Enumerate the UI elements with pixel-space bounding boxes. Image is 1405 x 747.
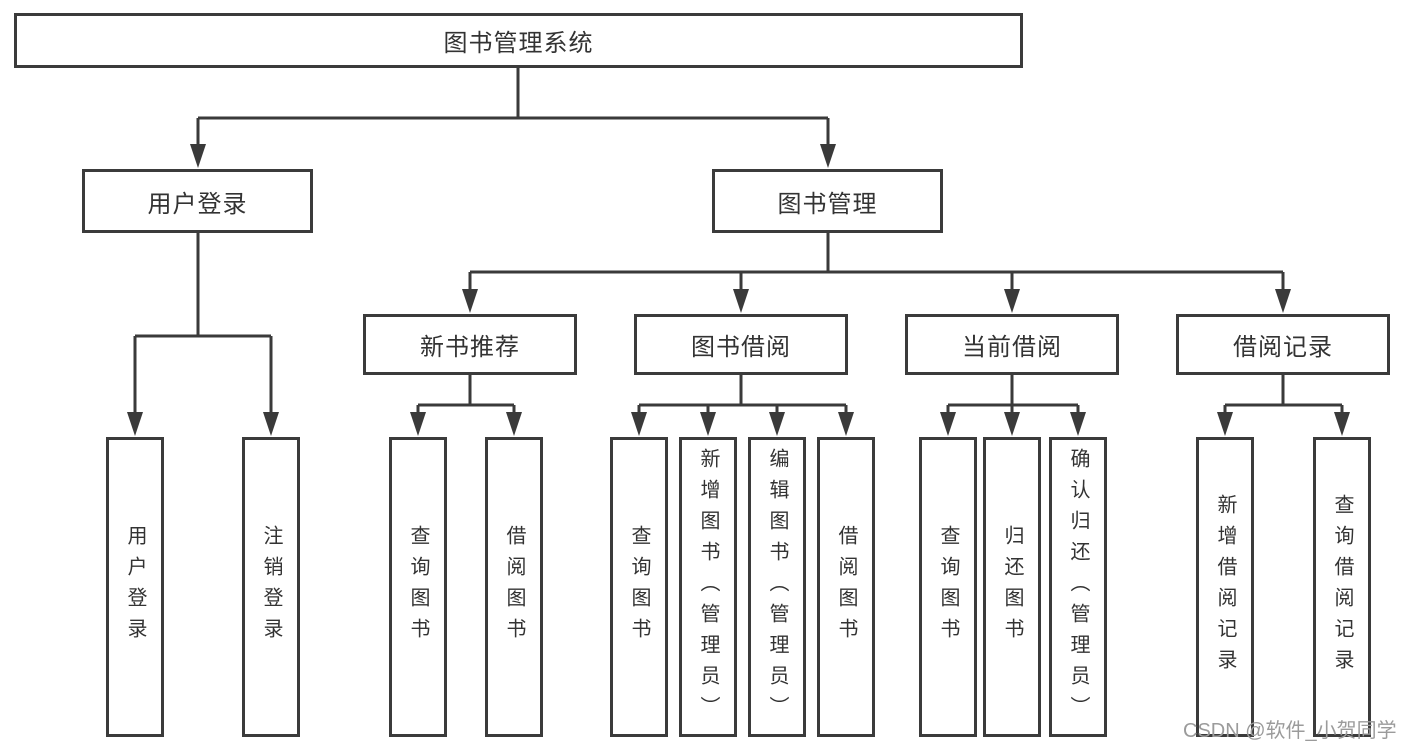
arrow-down-icon <box>1334 412 1350 436</box>
node-label: 新增图书（管理员） <box>697 447 719 727</box>
connector-line <box>468 233 1285 297</box>
connector-borrow-records-to-leaves <box>1217 375 1350 436</box>
connector-line <box>1223 375 1344 418</box>
arrow-down-icon <box>940 412 956 436</box>
arrow-down-icon <box>1070 412 1086 436</box>
arrow-down-icon <box>820 144 836 168</box>
node-root: 图书管理系统 <box>14 13 1023 68</box>
node-label: 注销登录 <box>260 525 282 649</box>
node-label: 查询图书 <box>937 525 959 649</box>
arrow-down-icon <box>506 412 522 436</box>
connector-new-book-recommend-to-leaves <box>410 375 522 436</box>
node-label: 查询图书 <box>628 525 650 649</box>
connector-line <box>196 68 830 150</box>
node-borrow-records: 借阅记录 <box>1176 314 1390 375</box>
connector-line <box>637 375 848 418</box>
arrow-down-icon <box>410 412 426 436</box>
arrow-down-icon <box>838 412 854 436</box>
connector-user-login-to-leaves <box>127 233 279 436</box>
node-label: 用户登录 <box>124 525 146 649</box>
leaf-add-borrow-record: 新增借阅记录 <box>1196 437 1254 737</box>
node-label: 确认归还（管理员） <box>1067 447 1089 727</box>
csdn-watermark: CSDN @软件_小贺同学 <box>1183 720 1397 742</box>
connector-root-to-branches <box>190 68 836 168</box>
arrow-down-icon <box>769 412 785 436</box>
connector-current-borrow-to-leaves <box>940 375 1086 436</box>
arrow-down-icon <box>700 412 716 436</box>
leaf-confirm-return-admin: 确认归还（管理员） <box>1049 437 1107 737</box>
connector-line <box>416 375 516 418</box>
connector-line <box>133 233 273 418</box>
node-label: 借阅图书 <box>835 525 857 649</box>
leaf-query-borrow-record: 查询借阅记录 <box>1313 437 1371 737</box>
arrow-down-icon <box>190 144 206 168</box>
leaf-query-books-recommend: 查询图书 <box>389 437 447 737</box>
arrow-down-icon <box>127 412 143 436</box>
arrow-down-icon <box>1275 289 1291 313</box>
arrow-down-icon <box>733 289 749 313</box>
leaf-return-books: 归还图书 <box>983 437 1041 737</box>
node-label: 编辑图书（管理员） <box>766 447 788 727</box>
node-book-management: 图书管理 <box>712 169 943 233</box>
node-user-login: 用户登录 <box>82 169 313 233</box>
node-label: 新增借阅记录 <box>1214 494 1236 680</box>
node-book-borrow: 图书借阅 <box>634 314 848 375</box>
node-label: 用户登录 <box>147 190 248 218</box>
arrow-down-icon <box>1217 412 1233 436</box>
leaf-edit-book-admin: 编辑图书（管理员） <box>748 437 806 737</box>
arrow-down-icon <box>1004 412 1020 436</box>
node-label: 当前借阅 <box>962 334 1062 361</box>
node-label: 归还图书 <box>1001 525 1023 649</box>
node-new-book-recommend: 新书推荐 <box>363 314 577 375</box>
arrow-down-icon <box>263 412 279 436</box>
node-label: 新书推荐 <box>420 334 520 361</box>
leaf-query-books-borrow: 查询图书 <box>610 437 668 737</box>
node-label: 借阅图书 <box>503 525 525 649</box>
leaf-add-book-admin: 新增图书（管理员） <box>679 437 737 737</box>
leaf-borrow-books-borrow: 借阅图书 <box>817 437 875 737</box>
arrow-down-icon <box>462 289 478 313</box>
leaf-borrow-books-recommend: 借阅图书 <box>485 437 543 737</box>
node-label: 查询图书 <box>407 525 429 649</box>
node-label: 借阅记录 <box>1233 334 1333 361</box>
arrow-down-icon <box>1004 289 1020 313</box>
connector-line <box>946 375 1080 418</box>
arrow-down-icon <box>631 412 647 436</box>
leaf-logout: 注销登录 <box>242 437 300 737</box>
node-label: 图书管理系统 <box>443 30 594 57</box>
connector-book-borrow-to-leaves <box>631 375 854 436</box>
node-current-borrow: 当前借阅 <box>905 314 1119 375</box>
connector-book-management-to-modules <box>462 233 1291 313</box>
leaf-query-books-current: 查询图书 <box>919 437 977 737</box>
node-label: 查询借阅记录 <box>1331 494 1353 680</box>
node-label: 图书管理 <box>777 190 878 218</box>
node-label: 图书借阅 <box>691 334 791 361</box>
leaf-user-login: 用户登录 <box>106 437 164 737</box>
